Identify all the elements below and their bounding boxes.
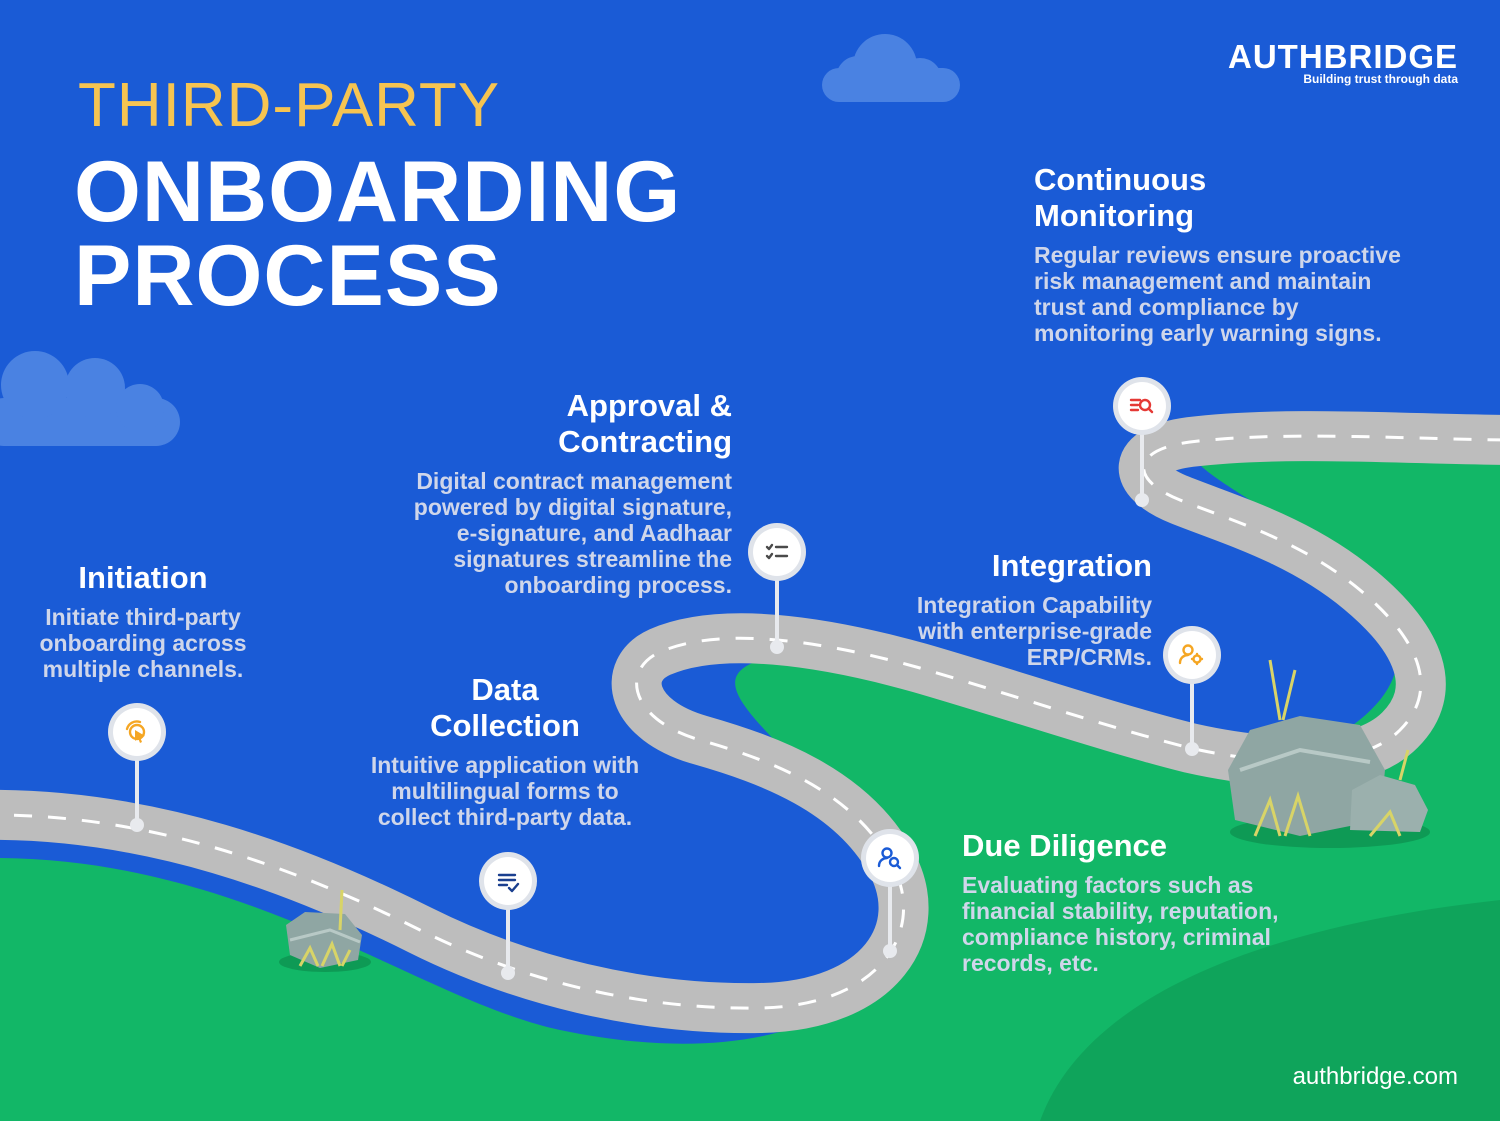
step-description-line: onboarding process. <box>504 572 732 598</box>
step-title: Initiation <box>28 560 258 596</box>
list-check-icon <box>497 873 520 893</box>
checklist-icon <box>765 543 789 560</box>
step-title-line: Due Diligence <box>962 828 1167 863</box>
step-pins <box>108 377 1221 980</box>
step-description-line: compliance history, criminal <box>962 924 1271 950</box>
headline-line-1: ONBOARDING <box>74 144 682 240</box>
step-description-line: trust and compliance by <box>1034 294 1299 320</box>
step-description-line: signatures streamline the <box>453 546 732 572</box>
step-description-line: financial stability, reputation, <box>962 898 1279 924</box>
step-description-line: multilingual forms to <box>391 778 619 804</box>
pin-due-diligence[interactable] <box>861 829 919 958</box>
cloud-top <box>822 34 960 102</box>
step-title-line: Collection <box>430 708 580 743</box>
brand-logo: AUTHBRIDGE <box>1228 38 1458 75</box>
step-description-line: monitoring early warning signs. <box>1034 320 1382 346</box>
step-description-line: Evaluating factors such as <box>962 872 1254 898</box>
grass-shade <box>1040 900 1500 1121</box>
brand-tagline: Building trust through data <box>1303 72 1458 86</box>
step-description-line: collect third-party data. <box>377 804 633 830</box>
step-description-line: Intuitive application with <box>370 752 640 778</box>
pin-continuous-monitoring[interactable] <box>1113 377 1171 507</box>
user-gear-icon <box>1178 644 1204 666</box>
kicker-title: THIRD-PARTY <box>78 71 501 140</box>
step-description-line: with enterprise-grade <box>918 618 1152 644</box>
road-center-line <box>0 434 1500 1010</box>
step-title-line: Monitoring <box>1034 198 1195 233</box>
user-search-icon <box>877 847 902 870</box>
step-title-line: Initiation <box>78 560 208 595</box>
rock-small <box>279 889 371 972</box>
step-title: Approval &Contracting <box>370 388 732 460</box>
pin-initiation[interactable] <box>108 703 166 832</box>
rock-large <box>1228 659 1430 848</box>
step-title: Due Diligence <box>962 828 1362 864</box>
grass-field <box>0 431 1500 1121</box>
headline: ONBOARDING PROCESS <box>74 144 682 324</box>
step-title-line: Data <box>471 672 539 707</box>
pin-approval-contracting[interactable] <box>748 523 806 654</box>
cloud-left <box>0 351 180 446</box>
pin-integration[interactable] <box>1163 626 1221 756</box>
cursor-click-icon <box>125 720 146 743</box>
step-description-line: Digital contract management <box>416 468 732 494</box>
step-description-line: risk management and maintain <box>1034 268 1372 294</box>
pin-data-collection[interactable] <box>479 852 537 980</box>
website-link[interactable]: authbridge.com <box>1292 1063 1458 1090</box>
step-title-line: Integration <box>991 548 1152 583</box>
step-description-line: ERP/CRMs. <box>1026 644 1152 670</box>
step-description-line: e-signature, and Aadhaar <box>456 520 732 546</box>
headline-line-2: PROCESS <box>74 228 502 324</box>
step-description-line: powered by digital signature, <box>413 494 732 520</box>
step-description-line: multiple channels. <box>42 656 244 682</box>
step-title-line: Contracting <box>558 424 732 459</box>
step-description-line: onboarding across <box>39 630 247 656</box>
step-description-line: Integration Capability <box>916 592 1152 618</box>
step-description-line: records, etc. <box>962 950 1099 976</box>
step-title-line: Continuous <box>1034 162 1207 197</box>
list-search-icon <box>1129 398 1154 414</box>
step-title: Integration <box>870 548 1152 584</box>
step-description-line: Initiate third-party <box>45 604 241 630</box>
step-title-line: Approval & <box>566 388 732 423</box>
step-description-line: Regular reviews ensure proactive <box>1034 242 1401 268</box>
